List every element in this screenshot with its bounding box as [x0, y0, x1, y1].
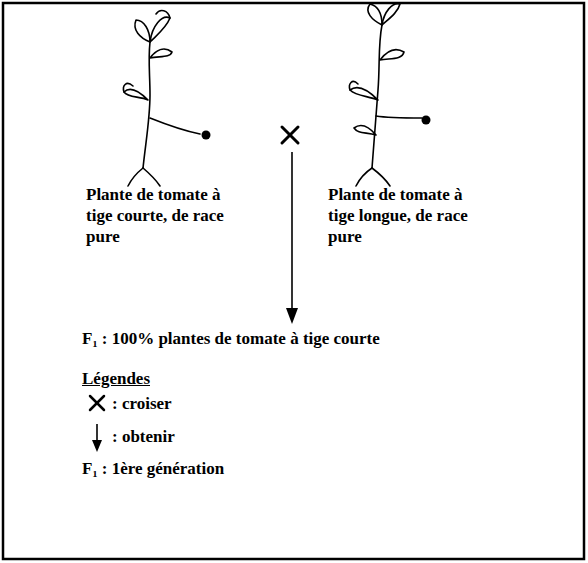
legend-title: Légendes	[82, 368, 150, 389]
legend-text: : obtenir	[112, 426, 175, 447]
legend-text: : croiser	[112, 393, 172, 414]
cross-symbol	[282, 127, 298, 143]
plant-caption: Plante de tomate à tige longue, de race …	[328, 184, 478, 247]
plant-caption: Plante de tomate à tige courte, de race …	[86, 184, 236, 247]
long-plant	[349, 4, 422, 186]
short-plant	[123, 11, 200, 186]
cross-symbol	[90, 396, 104, 410]
legend-text: F₁ : 1ère génération	[82, 458, 224, 479]
frame	[3, 3, 584, 559]
arrow-line	[291, 152, 293, 316]
fruit-dot	[202, 131, 211, 140]
arrow-head	[92, 440, 102, 452]
result-text: F₁ : 100% plantes de tomate à tige court…	[82, 328, 380, 349]
fruit-dot	[422, 116, 431, 125]
arrow-head	[286, 308, 298, 324]
